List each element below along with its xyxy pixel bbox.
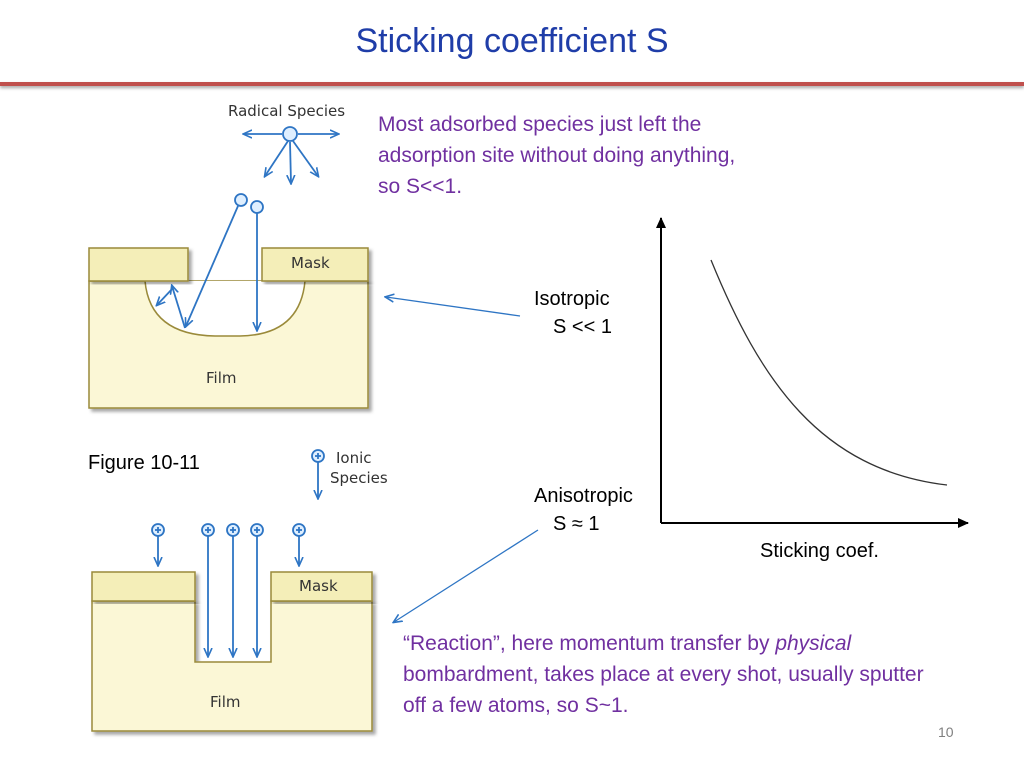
note-anisotropic-part1: “Reaction”, here momentum transfer by [403,632,776,655]
callout-arrow-anisotropic [394,529,539,622]
note-anisotropic-part2: bombardment, takes place at every shot, … [403,663,924,717]
isotropic-etch-figure: Mask Film Radical Species [88,102,369,409]
title-divider [0,82,1024,86]
radical-trajectories [157,193,264,330]
note-anisotropic: “Reaction”, here momentum transfer by ph… [403,628,943,721]
radical-source-icon [244,126,338,183]
isotropic-label: Isotropic [534,288,610,310]
radical-species-label: Radical Species [228,102,345,120]
film-label-top: Film [206,369,236,387]
sticking-curve [710,259,948,486]
mask-label-bottom: Mask [299,577,338,595]
ionic-species-label-1: Ionic [336,449,372,467]
mask-label-top: Mask [291,254,330,272]
mask-left-top [88,247,189,282]
figure-label: Figure 10-11 [88,452,200,474]
anisotropic-etch-figure: Mask Film Ionic Species [91,449,388,732]
film-block-bottom [91,600,373,732]
x-axis-label: Sticking coef. [760,540,879,562]
ionic-species-icon [311,449,325,498]
ionic-species-label-2: Species [330,469,388,487]
mask-left-bottom [91,571,196,602]
note-anisotropic-italic: physical [775,632,852,655]
ion-trajectories [151,523,306,656]
mask-right-bottom [270,571,373,602]
note-isotropic: Most adsorbed species just left the adso… [378,113,736,198]
film-label-bottom: Film [210,693,240,711]
anisotropic-value: S ≈ 1 [553,513,600,535]
mask-right-top [261,247,369,282]
slide-title: Sticking coefficient S [355,22,669,60]
slide-number: 10 [938,724,954,740]
sticking-coef-graph: Isotropic S << 1 Anisotropic S ≈ 1 Stick… [534,217,969,562]
anisotropic-label: Anisotropic [534,485,633,507]
callout-arrow-isotropic [386,297,521,317]
isotropic-value: S << 1 [553,316,612,338]
